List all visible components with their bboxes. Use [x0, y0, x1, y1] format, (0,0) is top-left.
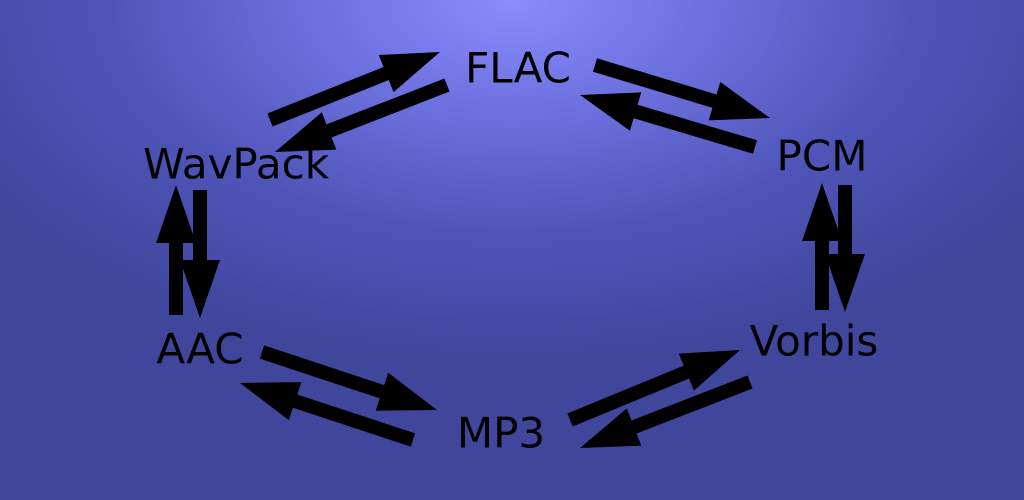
- node-wavpack: WavPack: [142, 139, 330, 189]
- arrow-pcm-to-flac: [580, 92, 757, 154]
- arrow-flac-to-pcm: [592, 58, 770, 121]
- arrow-wavpack-to-aac: [180, 190, 220, 318]
- arrow-pcm-to-vorbis: [825, 185, 865, 312]
- arrow-vorbis-to-mp3: [580, 375, 753, 448]
- arrow-aac-to-wavpack: [156, 185, 196, 315]
- node-mp3: MP3: [456, 408, 546, 458]
- arrow-aac-to-mp3: [259, 345, 437, 411]
- node-vorbis: Vorbis: [749, 316, 879, 366]
- arrow-wavpack-to-flac: [267, 52, 440, 127]
- node-flac: FLAC: [465, 43, 571, 93]
- node-pcm: PCM: [776, 131, 868, 181]
- node-aac: AAC: [156, 324, 244, 374]
- arrow-mp3-to-aac: [240, 382, 416, 447]
- arrow-mp3-to-vorbis: [567, 350, 740, 427]
- arrow-vorbis-to-pcm: [802, 183, 842, 310]
- arrow-flac-to-wavpack: [275, 78, 450, 152]
